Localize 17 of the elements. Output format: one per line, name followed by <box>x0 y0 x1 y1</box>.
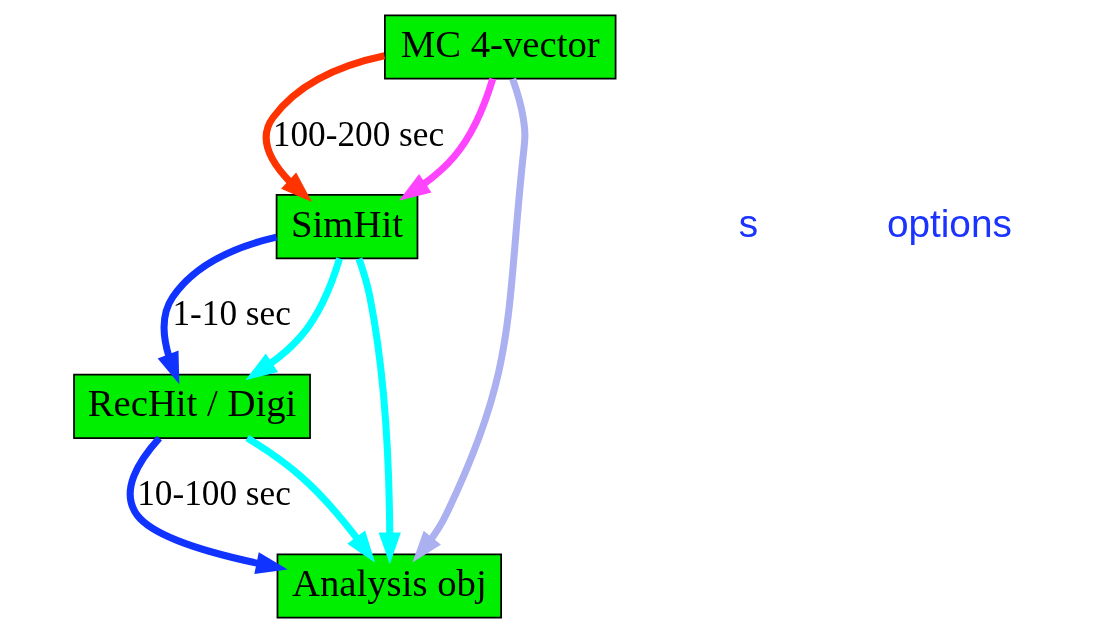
arrow <box>355 257 401 565</box>
arrow <box>244 435 375 563</box>
arrow <box>262 52 385 203</box>
edge-label: 1-10 sec <box>172 294 291 334</box>
edge-label: 100-200 sec <box>272 114 444 154</box>
node-box: RecHit / Digi <box>72 373 311 439</box>
edge-label: 10-100 sec <box>136 473 291 513</box>
node-box: MC 4-vector <box>383 14 616 80</box>
node-box: SimHit <box>275 194 418 260</box>
arrow <box>126 435 288 574</box>
arrow <box>398 77 496 201</box>
label: options <box>886 201 1012 245</box>
arrow <box>157 233 277 385</box>
label: s <box>738 201 758 245</box>
arrow <box>244 257 343 381</box>
node-box: Analysis obj <box>276 553 502 619</box>
arrow <box>411 77 528 563</box>
